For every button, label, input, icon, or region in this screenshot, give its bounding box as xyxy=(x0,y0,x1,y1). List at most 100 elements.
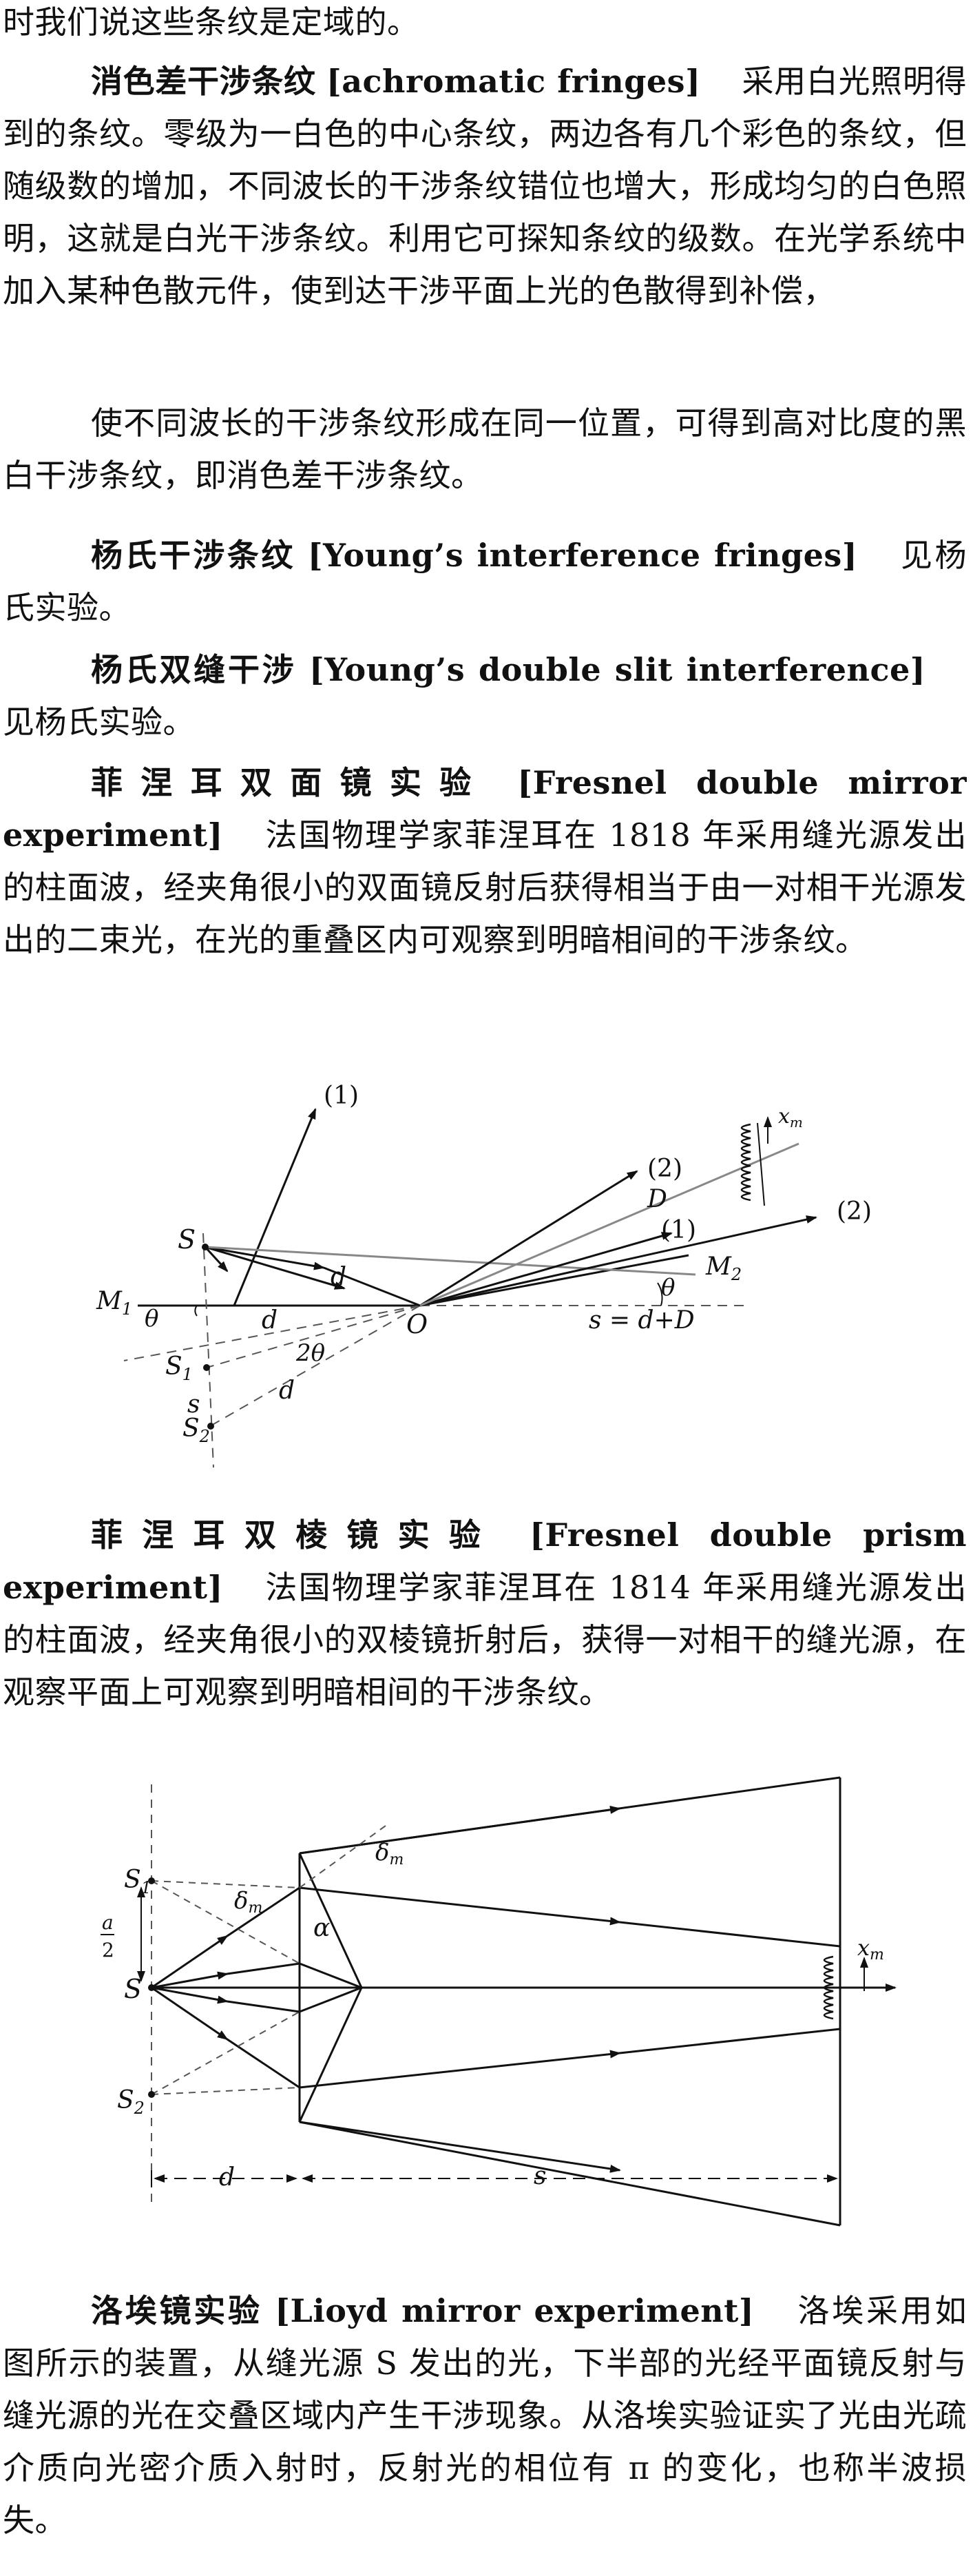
fresnel-double-prism-figure: S1 S2 S a 2 δm δm α xm d s xyxy=(101,1776,897,2227)
source-s-point xyxy=(202,1244,209,1250)
screen-line xyxy=(757,1122,765,1206)
entry-young-fringes: 杨氏干涉条纹 [Young’s interference fringes]见杨氏… xyxy=(3,529,967,634)
label-ray-2-upper: (2) xyxy=(647,1155,682,1183)
entry-term: 消色差干涉条纹 xyxy=(91,63,316,100)
label-delta-m-top: δm xyxy=(375,1839,404,1868)
continuation-text: 时我们说这些条纹是定域的。 xyxy=(3,3,419,41)
source-s2-point xyxy=(148,2091,155,2098)
ray-in-prism-up xyxy=(299,1962,362,1989)
entry-english: [Young’s interference fringes] xyxy=(307,537,858,574)
label-theta-right: θ xyxy=(661,1274,675,1301)
ray-s-to-o-cont xyxy=(323,1266,421,1307)
entry-body: 采用白光照明得到的条纹。零级为一白色的中心条纹，两边各有几个彩色的条纹，但随级数… xyxy=(3,63,967,309)
label-delta-m-left: δm xyxy=(234,1887,262,1917)
label-s1: S1 xyxy=(165,1352,193,1384)
label-s2: S2 xyxy=(182,1414,210,1446)
entry-achromatic-fringes-cont: 使不同波长的干涉条纹形成在同一位置，可得到高对比度的黑白干涉条纹，即消色差干涉条… xyxy=(3,397,967,502)
label-d-2: d xyxy=(262,1306,278,1335)
interference-fringes-icon xyxy=(740,1123,751,1202)
source-s2-point xyxy=(207,1423,214,1430)
entry-body: 见杨氏实验。 xyxy=(3,537,967,626)
entry-term: 杨氏双缝干涉 xyxy=(91,651,297,688)
label-o: O xyxy=(406,1309,428,1339)
label-theta-left: θ xyxy=(145,1305,158,1332)
mirror-m2-line xyxy=(419,1254,689,1307)
ray-out-bottom xyxy=(299,2121,621,2173)
ray-out-lower-a xyxy=(299,2050,621,2089)
entry-english: [Fresnel double prism experiment] xyxy=(3,1516,967,1606)
entry-english: [achromatic fringes] xyxy=(326,63,701,100)
virtual-ray-s1 xyxy=(206,1305,421,1368)
virtual-ray-s1-b xyxy=(151,1880,300,1964)
entry-term: 洛埃镜实验 xyxy=(91,2292,262,2329)
entry-achromatic-fringes: 消色差干涉条纹 [achromatic fringes]采用白光照明得到的条纹。… xyxy=(3,55,967,369)
continuation-paragraph: 时我们说这些条纹是定域的。 xyxy=(3,0,967,48)
mirror-m2-extension xyxy=(123,1305,421,1361)
ray-out-lower-a-cont xyxy=(619,2028,841,2054)
label-a-denominator: 2 xyxy=(102,1939,114,1961)
ray-s-upper-in xyxy=(151,1935,229,1989)
delta-guide-line xyxy=(299,1825,386,1888)
entry-body: 见杨氏实验。 xyxy=(3,703,195,741)
virtual-ray-s2-a xyxy=(151,2087,300,2095)
label-d-big: D xyxy=(647,1185,667,1213)
label-s-equation: s = d+D xyxy=(589,1306,695,1335)
label-ray-2-right: (2) xyxy=(837,1197,872,1226)
ray-s-center-down-cont xyxy=(227,2000,300,2013)
virtual-ray-s2 xyxy=(209,1305,421,1427)
ray-s-center-up xyxy=(151,1971,229,1989)
ray-s-upper-in-cont xyxy=(227,1886,300,1937)
entry-body: 法国物理学家菲涅耳在 1814 年采用缝光源发出的柱面波，经夹角很小的双棱镜折射… xyxy=(3,1569,967,1711)
label-xm: xm xyxy=(778,1104,803,1131)
virtual-ray-s2-b xyxy=(151,2011,300,2095)
label-d-3: d xyxy=(279,1377,295,1405)
entry-term: 菲涅耳双面镜实验 xyxy=(91,764,490,801)
entry-body-cont: 使不同波长的干涉条纹形成在同一位置，可得到高对比度的黑白干涉条纹，即消色差干涉条… xyxy=(3,404,967,494)
fresnel-double-mirror-figure: (1) (2) (1) (2) S D d d d s M1 M2 O θ θ … xyxy=(96,1082,872,1468)
ray-s-center-down xyxy=(151,1986,229,2004)
source-s1-point xyxy=(203,1364,210,1371)
label-s-small: s xyxy=(534,2162,546,2190)
entry-english: [Young’s double slit interference] xyxy=(308,651,926,688)
label-d-1: d xyxy=(331,1263,346,1291)
entry-fresnel-double-mirror: 菲涅耳双面镜实验 [Fresnel double mirror experime… xyxy=(3,756,967,966)
entry-young-double-slit: 杨氏双缝干涉 [Young’s double slit interference… xyxy=(3,643,967,748)
ray-1-right xyxy=(419,1232,673,1307)
label-m1: M1 xyxy=(96,1287,132,1319)
label-s-small: s xyxy=(187,1390,200,1419)
entry-english: [Lioyd mirror experiment] xyxy=(275,2292,755,2329)
ray-out-upper-a-cont xyxy=(619,1921,841,1948)
ray-s-down xyxy=(204,1246,229,1272)
ray-s-lower-in xyxy=(151,1986,229,2041)
label-s: S xyxy=(124,1974,142,2004)
theta-arc-right xyxy=(657,1282,663,1306)
ray-2-right xyxy=(419,1215,817,1307)
interference-fringes-icon xyxy=(823,1955,834,2020)
entry-lloyd-mirror: 洛埃镜实验 [Lioyd mirror experiment]洛埃采用如图所示的… xyxy=(3,2285,967,2546)
label-two-theta: 2θ xyxy=(295,1339,325,1367)
envelope-lower xyxy=(299,2121,841,2227)
virtual-ray-s1-a xyxy=(151,1880,300,1888)
label-ray-1-right: (1) xyxy=(661,1216,696,1244)
label-ray-1-top: (1) xyxy=(324,1082,359,1110)
label-s2: S2 xyxy=(117,2086,145,2118)
entry-body: 洛埃采用如图所示的装置，从缝光源 S 发出的光，下半部的光经平面镜反射与缝光源的… xyxy=(3,2292,967,2539)
label-alpha: α xyxy=(313,1914,330,1942)
source-s1-point xyxy=(148,1877,155,1884)
ray-in-prism-down xyxy=(299,1986,362,2013)
entry-english: [Fresnel double mirror experiment] xyxy=(3,764,967,854)
double-prism-shape xyxy=(298,1853,363,2123)
source-s-point xyxy=(148,1984,155,1991)
entry-fresnel-double-prism: 菲涅耳双棱镜实验 [Fresnel double prism experimen… xyxy=(3,1509,967,1718)
label-d: d xyxy=(219,2163,235,2192)
ray-2-upper xyxy=(419,1170,638,1307)
entry-term: 杨氏干涉条纹 xyxy=(91,537,295,574)
label-m2: M2 xyxy=(705,1253,742,1284)
screen-guide-line xyxy=(419,1142,799,1307)
label-a-numerator: a xyxy=(102,1911,114,1934)
ray-s-center-up-cont xyxy=(227,1962,300,1975)
ray-s-to-mirror xyxy=(205,1246,346,1290)
entry-body: 法国物理学家菲涅耳在 1818 年采用缝光源发出的柱面波，经夹角很小的双面镜反射… xyxy=(3,816,967,958)
ray-grey-horizontal xyxy=(205,1246,696,1276)
